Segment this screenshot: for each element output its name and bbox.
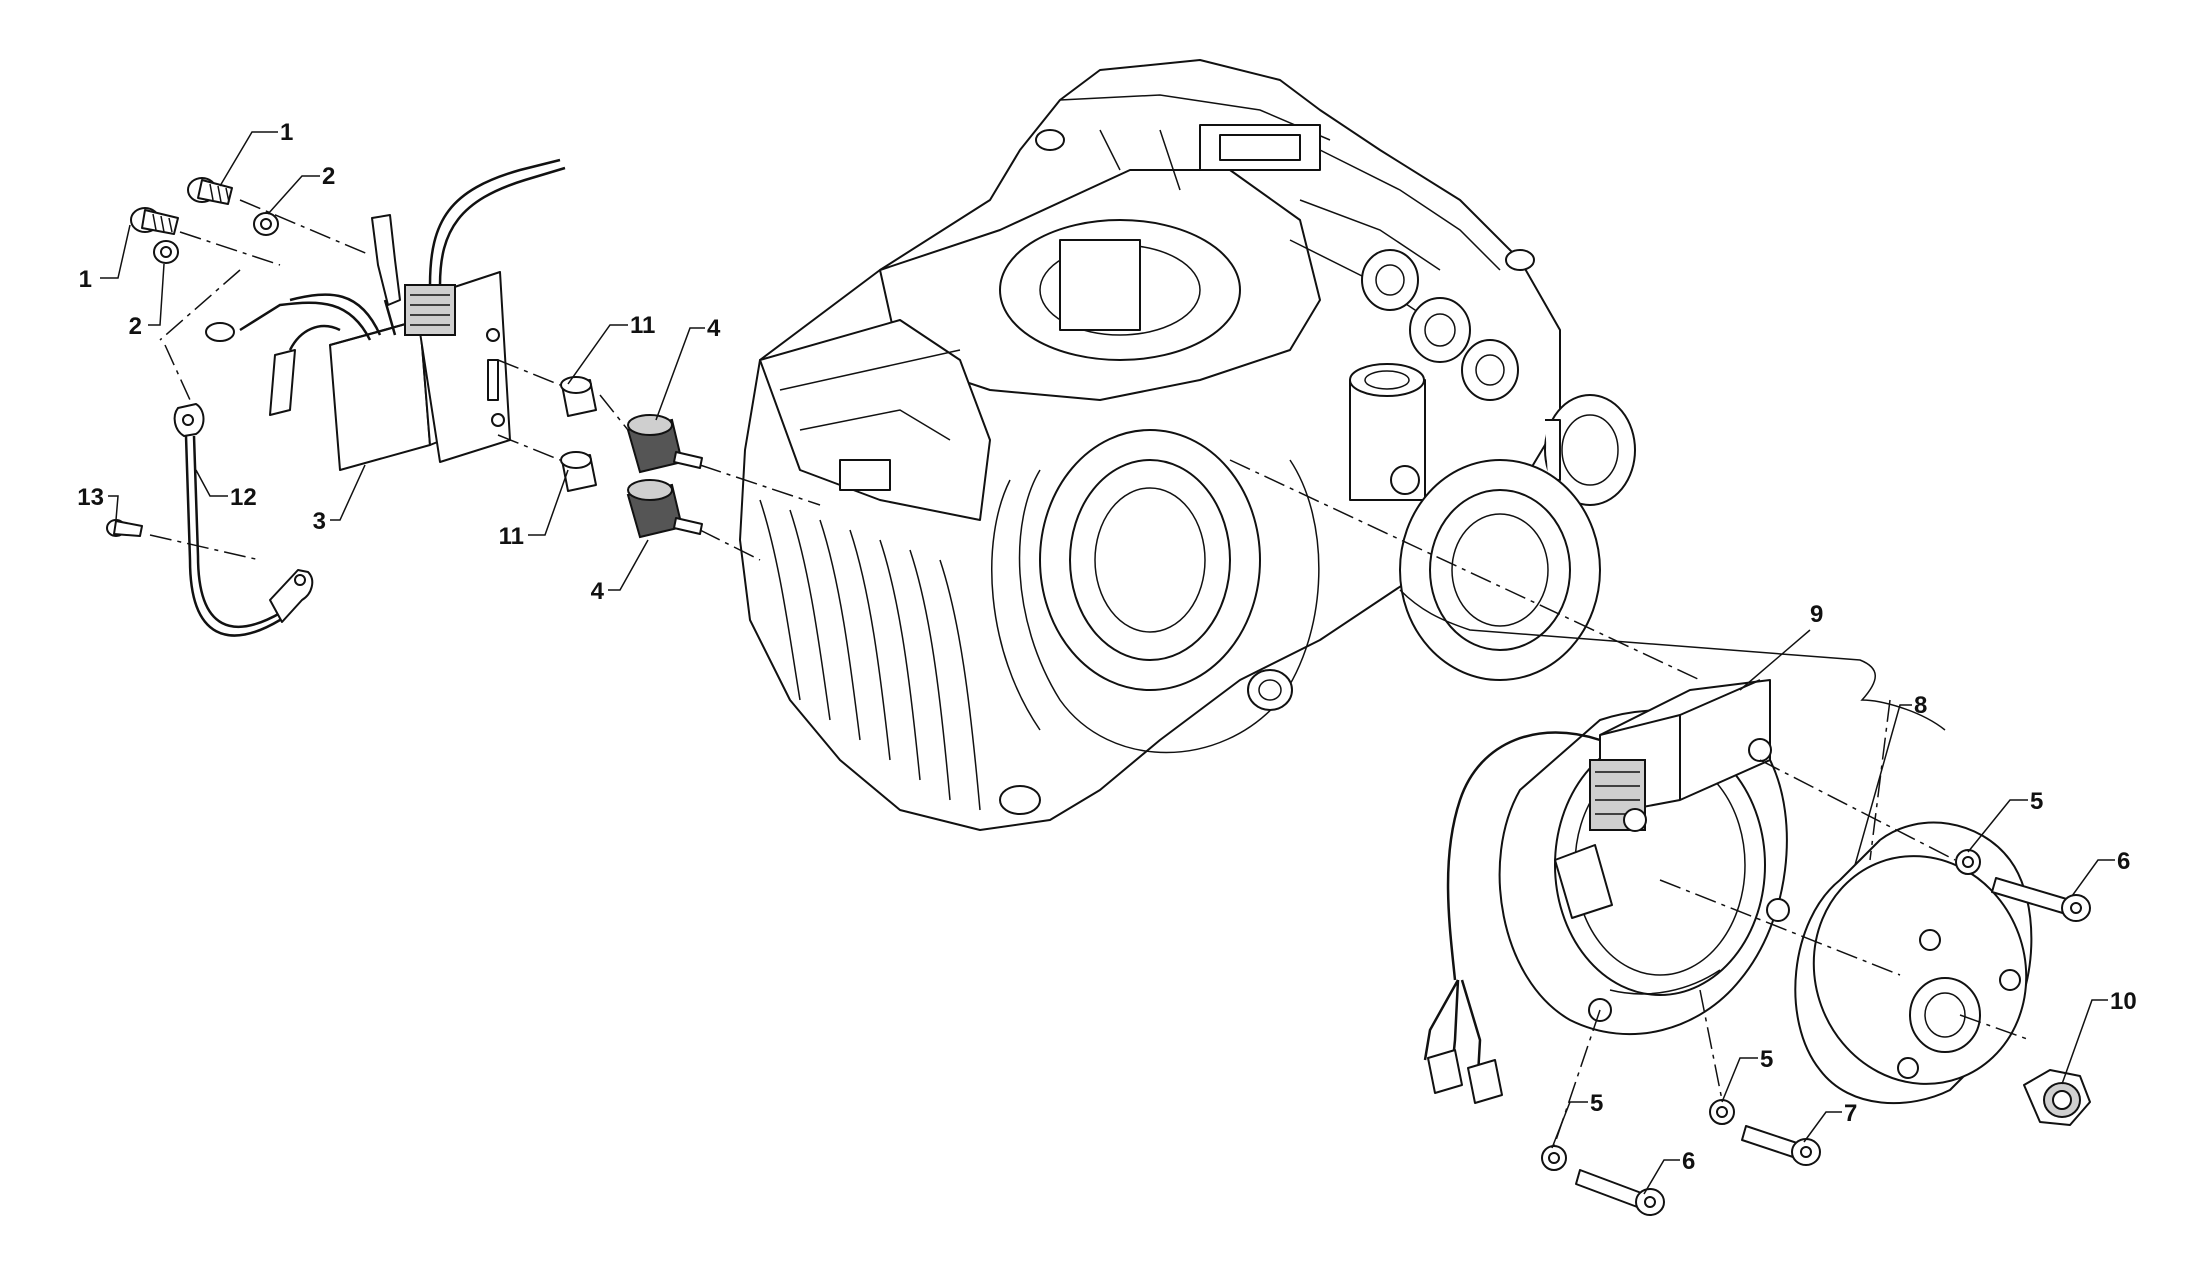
stator-assembly	[1423, 679, 1790, 1104]
callout-13: 13	[77, 484, 104, 511]
flywheel	[1794, 821, 2033, 1105]
callout-5-middle: 5	[1760, 1046, 1773, 1073]
screw-1-lower	[130, 207, 179, 235]
ground-lead	[173, 403, 314, 637]
callout-9: 9	[1810, 601, 1823, 628]
ignition-module	[205, 158, 566, 471]
spacer-11-lower	[560, 451, 597, 492]
callout-5-lower: 5	[1590, 1090, 1603, 1117]
spacer-11-upper	[560, 376, 597, 417]
callout-2-lower: 2	[129, 313, 142, 340]
screw-13	[106, 519, 143, 537]
callout-11-upper: 11	[630, 312, 655, 339]
callout-2-upper: 2	[322, 163, 335, 190]
callout-1-upper: 1	[280, 119, 293, 146]
rubber-mount-4-lower	[626, 479, 703, 539]
washer-5-lower	[1541, 1145, 1567, 1171]
callout-11-lower: 11	[499, 523, 524, 550]
screw-6-right	[1991, 877, 2091, 922]
callout-1-lower: 1	[79, 266, 92, 293]
callout-6-lower: 6	[1682, 1148, 1695, 1175]
screw-6-lower	[1575, 1169, 1665, 1216]
washer-5-middle	[1709, 1099, 1735, 1125]
callout-10: 10	[2110, 988, 2137, 1015]
rubber-mount-4-upper	[626, 414, 703, 474]
callout-5-right: 5	[2030, 788, 2043, 815]
callout-4-upper: 4	[707, 315, 721, 342]
washer-2-upper	[253, 212, 279, 236]
callout-4-lower: 4	[591, 578, 605, 605]
callout-6-right: 6	[2117, 848, 2130, 875]
group-bracket	[1399, 589, 1946, 731]
callout-7: 7	[1844, 1100, 1857, 1127]
callout-leaders	[100, 131, 2115, 1195]
callout-3: 3	[313, 508, 326, 535]
screw-7	[1741, 1125, 1821, 1166]
flywheel-nut	[2023, 1069, 2091, 1126]
callout-12: 12	[230, 484, 257, 511]
washer-2-lower	[153, 240, 179, 264]
callout-8: 8	[1914, 692, 1927, 719]
washer-5-right	[1955, 849, 1981, 875]
crankcase	[739, 59, 1636, 831]
screw-1-upper	[187, 177, 233, 205]
